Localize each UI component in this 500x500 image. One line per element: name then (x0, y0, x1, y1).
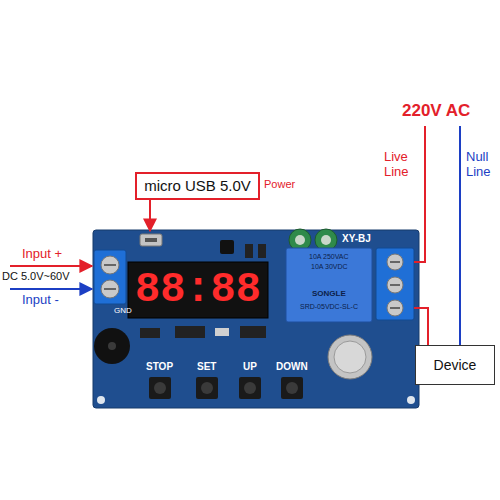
terminal-screw (387, 254, 403, 270)
crystal-part (215, 328, 229, 336)
terminal-screw (387, 300, 403, 316)
push-button (244, 382, 256, 394)
chip-part (175, 326, 205, 338)
device-box: Device (415, 345, 495, 385)
box-text: micro USB 5.0V (144, 177, 251, 194)
relay (286, 248, 372, 322)
capacitor (295, 235, 305, 245)
relay-rating: 10A 30VDC (311, 263, 348, 271)
push-button (196, 377, 218, 399)
null-wire (459, 126, 461, 345)
mounting-hole (97, 396, 105, 404)
relay-brand: SONGLE (312, 289, 346, 298)
button-label: DOWN (276, 361, 308, 373)
load-wire (414, 308, 428, 345)
button-label: SET (197, 361, 216, 373)
terminal-screw (387, 277, 403, 293)
live-wire (414, 126, 425, 262)
relay-rating: 10A 250VAC (309, 253, 349, 261)
board-model: XY-BJ (342, 233, 371, 245)
voltage-range: DC 5.0V~60V (2, 270, 70, 283)
relay-model: SRD-05VDC-SL-C (300, 303, 358, 311)
push-button (154, 382, 166, 394)
smd-part (258, 244, 266, 258)
mains-label: 220V AC (402, 101, 470, 121)
terminal-block (376, 248, 414, 320)
push-button (239, 377, 261, 399)
display-digits: 88:88 (128, 262, 268, 318)
terminal-screw (101, 280, 119, 298)
smd-part (140, 328, 160, 338)
inductor-part (220, 240, 234, 254)
terminal-screw (390, 284, 400, 286)
input-label: Input + (22, 247, 62, 262)
button-label: STOP (146, 361, 173, 373)
wire-label: Null Line (466, 150, 491, 180)
pin-name: GND (114, 306, 132, 315)
input-label: Input - (22, 293, 59, 308)
button-label: UP (243, 361, 257, 373)
callout-box: micro USB 5.0V (135, 172, 260, 200)
terminal-screw (104, 288, 116, 290)
wire-label: Live Line (384, 150, 409, 180)
buzzer (108, 342, 116, 350)
input-arrow (10, 288, 92, 290)
push-button (149, 377, 171, 399)
push-button (281, 377, 303, 399)
usb-port (145, 238, 157, 242)
box-text: Device (434, 357, 477, 373)
coin-battery (328, 335, 372, 379)
terminal-screw (390, 307, 400, 309)
led-display (128, 262, 268, 318)
push-button (201, 382, 213, 394)
terminal-screw (390, 261, 400, 263)
usb-port (140, 234, 162, 246)
mounting-hole (407, 396, 415, 404)
push-button (286, 382, 298, 394)
terminal-block (94, 250, 126, 304)
buzzer (94, 328, 130, 364)
pcb-board (93, 230, 419, 408)
pointer-arrow (149, 199, 151, 231)
chip-part (240, 326, 266, 338)
power-label: Power (264, 178, 295, 191)
terminal-screw (104, 264, 116, 266)
smd-part (245, 244, 253, 258)
coin-battery (334, 341, 366, 373)
input-arrow (10, 265, 92, 267)
terminal-screw (101, 256, 119, 274)
capacitor (321, 235, 331, 245)
